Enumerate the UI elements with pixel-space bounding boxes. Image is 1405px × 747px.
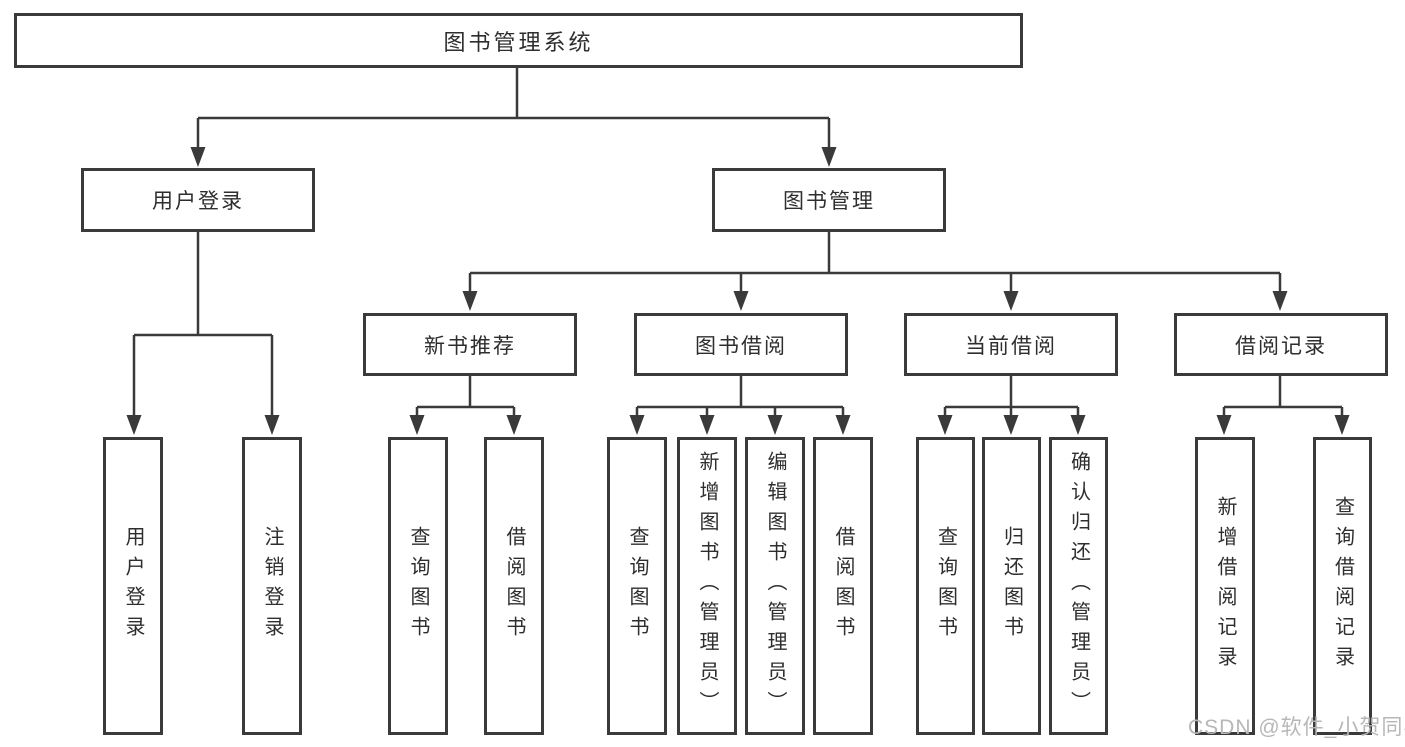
- node-book-borrow: 图书借阅: [634, 313, 848, 376]
- leaf-rec-query-books-label: 查询图书: [407, 526, 429, 646]
- node-root-label: 图书管理系统: [443, 29, 594, 55]
- node-current-borrow: 当前借阅: [904, 313, 1118, 376]
- leaf-borrow-book-label: 借阅图书: [832, 526, 854, 646]
- leaf-edit-book-admin-label: 编辑图书（管理员）: [764, 451, 786, 721]
- leaf-return-book-label: 归还图书: [1000, 526, 1023, 646]
- node-book-borrow-label: 图书借阅: [695, 334, 787, 358]
- leaf-current-query-books: 查询图书: [916, 437, 975, 735]
- node-current-borrow-label: 当前借阅: [965, 334, 1057, 358]
- leaf-confirm-return-admin: 确认归还（管理员）: [1049, 437, 1108, 735]
- node-root: 图书管理系统: [14, 13, 1023, 68]
- leaf-add-book-admin-label: 新增图书（管理员）: [696, 451, 718, 721]
- leaf-query-borrow-record-label: 查询借阅记录: [1331, 496, 1354, 676]
- csdn-watermark: CSDN @软件_小贺同学: [1188, 716, 1405, 739]
- leaf-user-login-label: 用户登录: [122, 526, 144, 646]
- leaf-query-borrow-record: 查询借阅记录: [1313, 437, 1372, 735]
- leaf-logout-label: 注销登录: [261, 526, 283, 646]
- leaf-current-query-books-label: 查询图书: [934, 526, 957, 646]
- node-new-book-recommend: 新书推荐: [363, 313, 577, 376]
- node-book-management: 图书管理: [712, 168, 946, 232]
- leaf-add-book-admin: 新增图书（管理员）: [677, 437, 737, 735]
- leaf-logout: 注销登录: [242, 437, 302, 735]
- leaf-user-login: 用户登录: [103, 437, 163, 735]
- leaf-rec-borrow-books: 借阅图书: [484, 437, 544, 735]
- node-new-book-recommend-label: 新书推荐: [424, 334, 516, 358]
- leaf-borrow-query-books-label: 查询图书: [626, 526, 648, 646]
- leaf-add-borrow-record: 新增借阅记录: [1195, 437, 1255, 735]
- node-book-management-label: 图书管理: [783, 190, 875, 213]
- leaf-borrow-book: 借阅图书: [813, 437, 873, 735]
- node-user-login-group: 用户登录: [81, 168, 315, 232]
- leaf-confirm-return-admin-label: 确认归还（管理员）: [1067, 451, 1090, 721]
- leaf-rec-borrow-books-label: 借阅图书: [503, 526, 525, 646]
- leaf-edit-book-admin: 编辑图书（管理员）: [745, 437, 805, 735]
- leaf-return-book: 归还图书: [982, 437, 1041, 735]
- node-borrow-records-label: 借阅记录: [1235, 334, 1327, 358]
- leaf-rec-query-books: 查询图书: [388, 437, 448, 735]
- leaf-borrow-query-books: 查询图书: [607, 437, 667, 735]
- leaf-add-borrow-record-label: 新增借阅记录: [1214, 496, 1236, 676]
- node-user-login-group-label: 用户登录: [152, 190, 244, 213]
- node-borrow-records: 借阅记录: [1174, 313, 1388, 376]
